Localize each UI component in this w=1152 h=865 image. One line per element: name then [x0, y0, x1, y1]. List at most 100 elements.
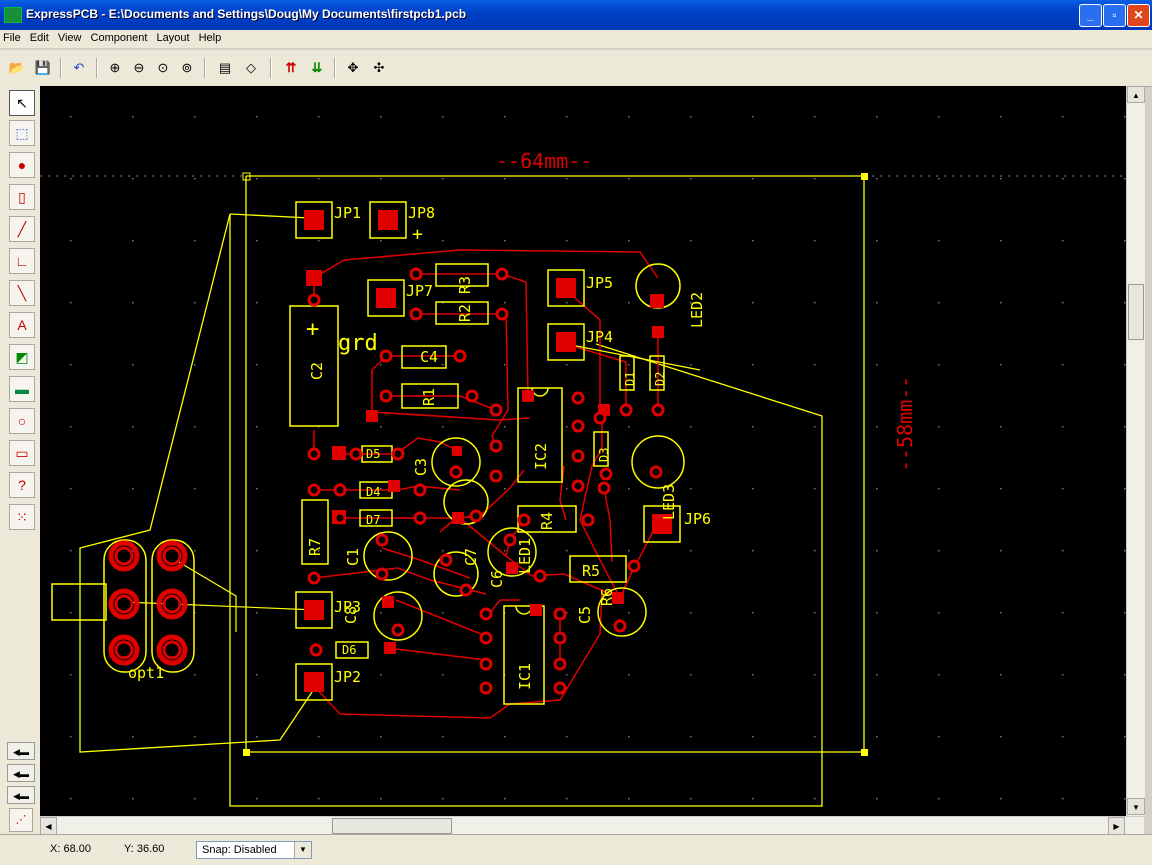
snap-value: Snap: Disabled	[202, 844, 277, 856]
move-icon[interactable]: ✥	[347, 60, 359, 75]
label-d6: D6	[342, 643, 356, 657]
label-d1: D1	[623, 372, 637, 386]
label-d7: D7	[366, 513, 380, 527]
toolbar-separator	[96, 58, 98, 78]
scroll-left-icon[interactable]: ◀	[40, 817, 57, 835]
scroll-down-icon[interactable]: ▼	[1127, 798, 1145, 815]
label-c3: C3	[412, 458, 430, 476]
bottom-copper-layer-icon[interactable]: ◀▬	[7, 786, 35, 804]
board-outline[interactable]	[79, 175, 865, 807]
label-r7: R7	[306, 538, 324, 556]
top-layer-icon[interactable]: ⇈	[285, 60, 297, 75]
pointer-tool-icon[interactable]: ↖	[9, 90, 35, 116]
open-file-icon[interactable]: 📂	[8, 60, 26, 75]
trace-tool-icon[interactable]: ╱	[9, 216, 35, 242]
outline-handle[interactable]	[861, 173, 868, 180]
label-c1: C1	[344, 548, 362, 566]
zoom-fit-icon[interactable]: ⊚	[181, 60, 193, 75]
scroll-right-icon[interactable]: ▶	[1108, 817, 1125, 835]
label-c8: C8	[342, 606, 360, 624]
label-led2: LED2	[688, 292, 706, 328]
ground-label: grd	[338, 331, 378, 356]
menu-component[interactable]: Component	[90, 32, 148, 44]
label-c4: C4	[420, 348, 438, 366]
menu-view[interactable]: View	[57, 32, 82, 44]
outline-handle[interactable]	[243, 749, 250, 756]
tool-palette: ↖ ⬚ ● ▯ ╱ ∟ ╲ A ◩ ▬ ○ ▭ ? ⁙ ◀▬ ◀▬ ◀▬ ⋰	[0, 86, 40, 846]
label-opt1: opt1	[128, 664, 164, 682]
label-led3: LED3	[660, 484, 678, 520]
horizontal-scroll-thumb[interactable]	[332, 818, 452, 834]
ground-plane-tool-icon[interactable]: ▬	[9, 376, 35, 402]
label-r4: R4	[538, 512, 556, 530]
window-title: ExpressPCB - E:\Documents and Settings\D…	[26, 7, 467, 21]
menu-layout[interactable]: Layout	[156, 32, 190, 44]
label-c2: C2	[308, 362, 326, 380]
label-jp3: JP3	[334, 598, 361, 616]
circle-tool-icon[interactable]: ○	[9, 408, 35, 434]
label-c7: C7	[462, 548, 480, 566]
pcb-drawing[interactable]: --64mm-- --58mm--	[40, 86, 1126, 816]
toolbar-separator	[270, 58, 272, 78]
snap-dropdown[interactable]: Snap: Disabled ▼	[196, 841, 312, 859]
corner-tool-icon[interactable]: ∟	[9, 248, 35, 274]
toolbar-separator	[334, 58, 336, 78]
plus-label: +	[412, 224, 423, 245]
pcb-canvas[interactable]: --64mm-- --58mm--	[40, 86, 1126, 816]
properties-icon[interactable]: ▤	[218, 60, 232, 75]
label-r6: R6	[598, 588, 616, 606]
maximize-button[interactable]: ▫	[1103, 4, 1126, 27]
pad-tool-icon[interactable]: ●	[9, 152, 35, 178]
outline-handle[interactable]	[861, 749, 868, 756]
bottom-layer-icon[interactable]: ⇊	[311, 60, 323, 75]
text-tool-icon[interactable]: A	[9, 312, 35, 338]
chevron-down-icon[interactable]: ▼	[294, 842, 311, 858]
query-tool-icon[interactable]: ?	[9, 472, 35, 498]
vertical-scroll-thumb[interactable]	[1128, 284, 1144, 340]
label-r5: R5	[582, 562, 600, 580]
zoom-window-icon[interactable]: ⊙	[157, 60, 169, 75]
menu-help[interactable]: Help	[198, 32, 222, 44]
plus-label: +	[306, 317, 319, 342]
height-dimension-label[interactable]: --58mm--	[893, 376, 917, 472]
minimize-button[interactable]: _	[1079, 4, 1102, 27]
horizontal-scrollbar[interactable]: ◀ ▶	[40, 816, 1144, 835]
scroll-up-icon[interactable]: ▲	[1127, 86, 1145, 103]
label-jp1: JP1	[334, 204, 361, 222]
menu-edit[interactable]: Edit	[29, 32, 49, 44]
label-jp7: JP7	[406, 282, 433, 300]
select-area-tool-icon[interactable]: ⬚	[9, 120, 35, 146]
top-silk-layer-icon[interactable]: ◀▬	[7, 742, 35, 760]
width-dimension-label[interactable]: --64mm--	[496, 149, 592, 173]
label-ic2: IC2	[532, 443, 550, 470]
outline-handle[interactable]	[242, 172, 251, 181]
save-icon[interactable]: 💾	[34, 60, 52, 75]
cursor-y-readout: Y: 36.60	[124, 843, 165, 855]
vertical-scrollbar[interactable]: ▲ ▼	[1126, 86, 1145, 816]
round-pads[interactable]	[114, 267, 665, 695]
label-c6: C6	[488, 570, 506, 588]
app-icon	[4, 7, 22, 23]
toolbar: 📂 💾 ↶ ⊕ ⊖ ⊙ ⊚ ▤ ◇ ⇈ ⇊ ✥ ✣	[0, 50, 1152, 87]
rectangle-tool-icon[interactable]: ▭	[9, 440, 35, 466]
status-bar: X: 68.00 Y: 36.60 Snap: Disabled ▼	[0, 834, 1152, 865]
undo-icon[interactable]: ↶	[73, 60, 85, 75]
zoom-in-icon[interactable]: ⊕	[109, 60, 121, 75]
layers-icon[interactable]: ◇	[246, 60, 256, 75]
component-tool-icon[interactable]: ▯	[9, 184, 35, 210]
round-pad-rings	[108, 540, 188, 666]
menu-file[interactable]: File	[3, 32, 21, 44]
diagonal-tool-icon[interactable]: ╲	[9, 280, 35, 306]
ratsnest-tool-icon[interactable]: ⋰	[9, 808, 33, 832]
fill-tool-icon[interactable]: ◩	[9, 344, 35, 370]
close-button[interactable]: ✕	[1127, 4, 1150, 27]
rotate-icon[interactable]: ✣	[373, 60, 385, 75]
label-d5: D5	[366, 447, 380, 461]
title-bar: ExpressPCB - E:\Documents and Settings\D…	[0, 0, 1152, 30]
net-tool-icon[interactable]: ⁙	[9, 504, 35, 530]
toolbar-separator	[204, 58, 206, 78]
label-led1: LED1	[516, 538, 534, 574]
zoom-out-icon[interactable]: ⊖	[133, 60, 145, 75]
component-labels: JP1 JP8 JP7 JP5 JP4 JP6 JP3 JP2 R3 R2 R1…	[128, 204, 711, 690]
top-copper-layer-icon[interactable]: ◀▬	[7, 764, 35, 782]
